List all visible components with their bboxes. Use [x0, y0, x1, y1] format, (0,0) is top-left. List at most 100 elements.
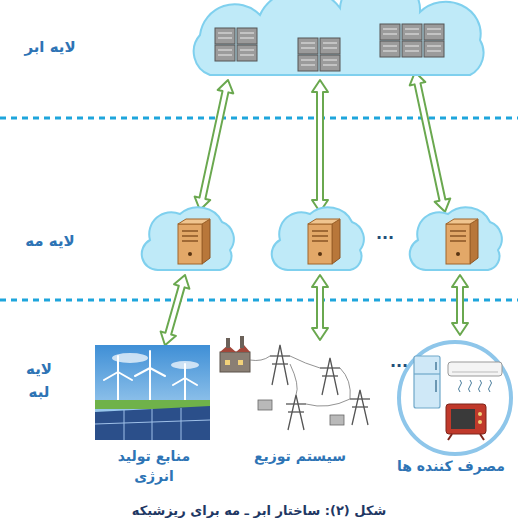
consumers-picture	[414, 373, 440, 374]
energy-picture	[173, 378, 185, 385]
distribution-picture	[290, 356, 320, 368]
distribution-picture	[272, 363, 288, 364]
consumers-picture	[459, 380, 492, 392]
consumers-picture	[478, 412, 482, 416]
double-arrow	[312, 80, 328, 212]
consumers-picture	[459, 380, 462, 392]
consumers-picture	[399, 342, 511, 454]
double-arrow	[452, 275, 468, 335]
energy-picture	[95, 408, 210, 440]
component-caption: منابع تولید انرژی	[104, 446, 204, 487]
cloud-layer	[402, 24, 422, 40]
distribution-picture	[258, 400, 272, 410]
energy-picture	[95, 345, 210, 440]
distribution-picture	[226, 338, 230, 348]
distribution-picture	[250, 356, 350, 406]
consumers-picture	[479, 380, 482, 392]
consumers-picture	[446, 404, 486, 434]
layer-label: لایه مه	[8, 230, 92, 253]
distribution-picture	[322, 375, 338, 376]
ellipsis: ...	[384, 350, 414, 374]
energy-picture	[181, 408, 182, 440]
fog-node	[142, 207, 234, 270]
distribution-picture	[270, 345, 370, 430]
distribution-picture	[352, 406, 368, 407]
energy-picture	[135, 368, 150, 376]
energy-picture	[185, 378, 197, 385]
double-arrow	[312, 275, 328, 340]
energy-picture	[104, 351, 197, 405]
fog-node	[410, 207, 502, 270]
energy-picture	[117, 356, 119, 372]
consumers-picture	[435, 380, 437, 392]
cloud-layer	[424, 41, 444, 57]
distribution-picture	[288, 411, 304, 412]
distribution-picture	[350, 398, 370, 399]
distribution-picture	[322, 358, 338, 395]
distribution-picture	[250, 356, 270, 361]
distribution-picture	[220, 336, 370, 430]
component-caption: سیستم توزیع	[220, 446, 380, 466]
energy-picture	[104, 372, 118, 380]
consumers-picture	[399, 342, 511, 454]
distribution-picture	[286, 403, 306, 404]
energy-picture	[149, 368, 151, 405]
cloud-layer	[215, 28, 235, 44]
consumers-picture	[452, 372, 498, 373]
distribution-picture	[240, 336, 244, 348]
layer-label: لایه ابر	[8, 36, 92, 59]
fog-node	[272, 207, 364, 270]
cloud-layer	[298, 55, 318, 71]
cloud-layer	[380, 24, 400, 40]
consumers-picture	[448, 362, 502, 376]
distribution-picture	[352, 390, 368, 425]
distribution-picture	[340, 368, 350, 399]
distribution-picture	[272, 345, 288, 385]
distribution-picture	[290, 364, 297, 395]
energy-picture	[124, 410, 125, 440]
cloud-layer	[380, 41, 400, 57]
ellipsis: ...	[370, 222, 400, 246]
distribution-picture	[220, 345, 250, 352]
consumers-picture	[451, 409, 475, 429]
consumers-picture	[489, 380, 492, 392]
consumers-picture	[414, 356, 440, 408]
cloud-layer	[194, 0, 484, 75]
energy-picture	[95, 406, 210, 440]
figure-caption: شکل (۲): ساختار ابر ـ مه برای ریزشبکه	[132, 503, 387, 518]
cloud-layer	[215, 45, 235, 61]
layer-separator	[0, 299, 518, 302]
cloud-layer	[424, 24, 444, 40]
layer-label: لایه لبه	[14, 358, 64, 403]
component-box: سیستم توزیع	[215, 334, 385, 474]
distribution-picture	[320, 367, 340, 368]
fog-node	[142, 207, 502, 270]
consumers-picture	[435, 362, 437, 370]
consumers-picture	[469, 380, 472, 392]
double-arrow	[157, 273, 192, 348]
distribution-picture	[225, 360, 230, 365]
energy-picture	[152, 409, 153, 440]
energy-picture	[184, 364, 186, 378]
double-arrow	[407, 70, 453, 213]
cloud-layer	[320, 55, 340, 71]
distribution-picture	[238, 360, 243, 365]
consumers-picture	[480, 434, 484, 440]
cloud-layer	[237, 28, 257, 44]
energy-picture	[150, 368, 165, 376]
component-box: منابع تولید انرژی	[88, 340, 220, 490]
cloud-layer	[194, 0, 484, 75]
energy-picture	[118, 372, 132, 380]
consumers-picture	[448, 434, 452, 440]
layer-separator	[0, 117, 518, 120]
energy-picture	[95, 345, 210, 440]
distribution-picture	[270, 355, 290, 356]
distribution-picture	[220, 352, 250, 372]
distribution-picture	[306, 399, 350, 406]
consumers-picture	[478, 420, 482, 424]
cloud-layer	[237, 45, 257, 61]
cloud-layer	[298, 38, 318, 54]
distribution-picture	[288, 395, 304, 430]
component-caption: مصرف کننده ها	[387, 456, 515, 476]
